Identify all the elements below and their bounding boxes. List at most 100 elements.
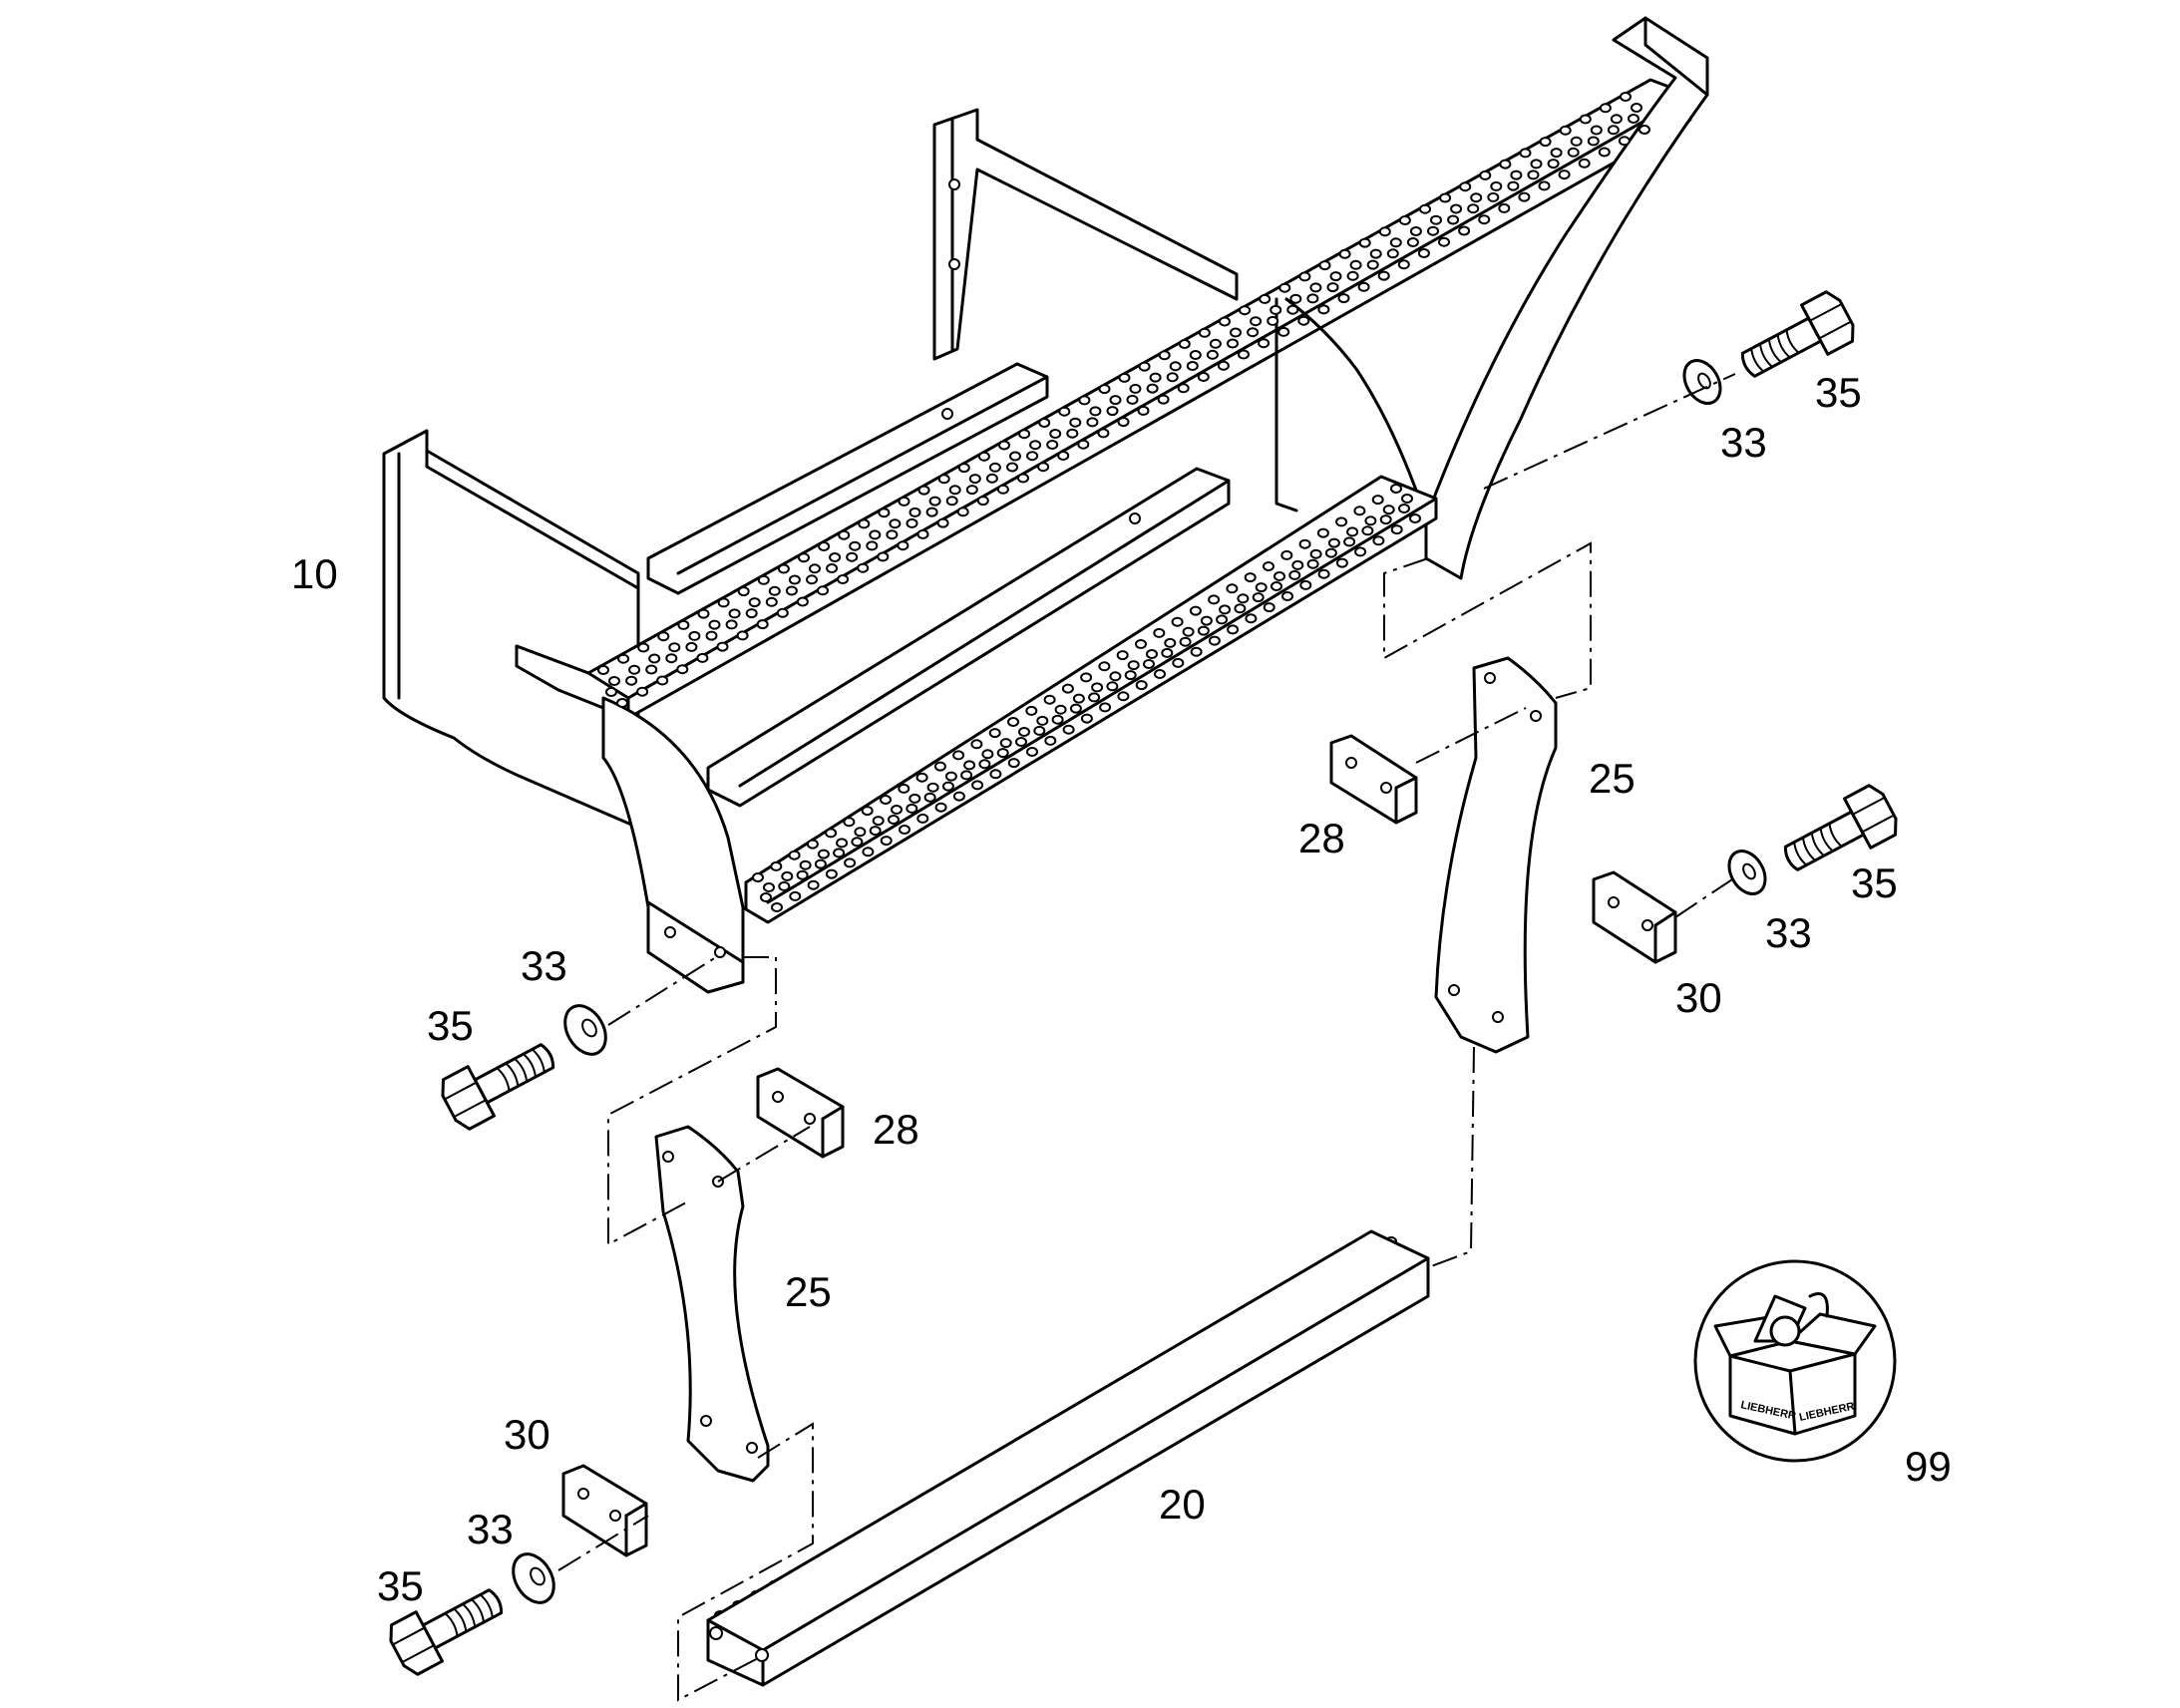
perforation-hole <box>1043 694 1056 705</box>
perforation-hole <box>976 496 989 507</box>
perforation-hole <box>799 859 812 870</box>
perforation-hole <box>1051 714 1064 725</box>
perforation-hole <box>872 816 885 827</box>
callout-35-right: 35 <box>1851 859 1898 906</box>
perforation-hole <box>957 463 970 474</box>
perforation-hole <box>1550 148 1563 159</box>
perforation-hole <box>897 540 909 551</box>
perforation-hole <box>809 563 821 574</box>
perforation-hole <box>833 848 846 858</box>
perforation-hole <box>760 892 772 902</box>
perforation-hole <box>1478 214 1491 225</box>
perforation-hole <box>1299 579 1312 590</box>
perforation-hole <box>1209 338 1222 349</box>
perforation-hole <box>1018 727 1030 737</box>
perforation-hole <box>978 759 991 770</box>
perforation-hole <box>1398 215 1411 225</box>
perforation-hole <box>989 769 1002 780</box>
perforation-hole <box>1078 395 1091 406</box>
perforation-hole <box>1357 281 1370 292</box>
perforation-hole <box>818 541 831 551</box>
perforation-hole <box>1219 604 1232 615</box>
perforation-hole <box>999 738 1012 749</box>
perforation-hole <box>1343 536 1356 547</box>
perforation-hole <box>1250 316 1263 327</box>
perforation-hole <box>934 802 947 813</box>
perforation-hole <box>785 585 798 596</box>
perforation-hole <box>1361 525 1374 536</box>
perforation-hole <box>1219 316 1231 327</box>
perforation-hole <box>748 597 761 608</box>
perforation-hole <box>944 771 957 782</box>
perforation-hole <box>1069 417 1082 428</box>
perforation-hole <box>1335 516 1348 527</box>
perforation-hole <box>697 608 710 619</box>
perforation-hole <box>763 882 775 892</box>
perforation-hole <box>1158 350 1171 361</box>
perforation-hole <box>725 619 738 630</box>
perforation-hole <box>1066 428 1079 439</box>
perforation-hole <box>1280 549 1293 560</box>
perforation-hole <box>971 780 984 791</box>
perforation-hole <box>1190 646 1203 657</box>
perforation-hole <box>628 664 641 675</box>
perforation-hole <box>1099 702 1112 713</box>
perforation-hole <box>1117 691 1130 702</box>
perforation-hole <box>1450 203 1463 214</box>
perforation-hole <box>1538 180 1551 191</box>
perforation-hole <box>1479 170 1492 180</box>
perforation-hole <box>1179 636 1192 647</box>
right-end-bracket <box>1274 16 1709 580</box>
perforation-hole <box>1126 394 1139 405</box>
perforation-hole <box>768 585 781 596</box>
perforation-hole <box>963 760 976 771</box>
perforation-hole <box>1366 259 1379 270</box>
perforation-hole <box>933 761 946 772</box>
perforation-hole <box>676 664 689 675</box>
perforation-hole <box>1208 594 1221 605</box>
perforation-hole <box>1200 615 1213 626</box>
perforation-hole <box>926 782 939 793</box>
perforation-hole <box>1447 214 1460 225</box>
perforation-hole <box>789 890 802 901</box>
perforation-hole <box>1153 627 1166 638</box>
perforation-hole <box>869 529 882 540</box>
perforation-hole <box>988 462 1001 473</box>
perforation-hole <box>1297 315 1310 326</box>
perforation-hole <box>1498 202 1511 213</box>
perforation-hole <box>916 528 929 539</box>
perforation-hole <box>1146 649 1158 659</box>
perforation-hole <box>838 529 851 540</box>
perforation-hole <box>1281 591 1293 601</box>
perforation-hole <box>996 484 1009 495</box>
perforation-hole <box>1172 657 1185 668</box>
perforation-hole <box>1169 361 1182 372</box>
perforation-hole <box>956 507 969 517</box>
perforation-hole <box>985 473 998 484</box>
perforation-hole <box>889 518 902 529</box>
perforation-hole <box>1353 506 1366 516</box>
perforation-hole <box>908 507 921 517</box>
perforation-hole <box>1610 114 1623 125</box>
perforation-hole <box>886 529 899 540</box>
perforation-hole <box>636 686 649 697</box>
perforation-hole <box>1117 417 1130 428</box>
perforation-hole <box>1088 692 1101 703</box>
perforation-hole <box>788 574 801 585</box>
perforation-hole <box>1129 383 1142 394</box>
perforation-hole <box>1587 136 1600 147</box>
perforation-hole <box>696 652 709 663</box>
perforation-hole <box>1026 747 1038 757</box>
perforation-hole <box>1037 462 1050 473</box>
perforation-hole <box>807 879 820 890</box>
perforation-hole <box>1127 660 1140 671</box>
perforation-hole <box>1409 513 1421 523</box>
perforation-hole <box>1007 758 1020 769</box>
perforation-hole <box>937 474 950 485</box>
perforation-hole <box>1069 703 1082 714</box>
perforation-hole <box>825 828 838 839</box>
perforation-hole <box>948 485 961 496</box>
perforation-hole <box>970 739 983 750</box>
perforation-hole <box>1033 725 1046 736</box>
perforation-hole <box>717 597 730 608</box>
